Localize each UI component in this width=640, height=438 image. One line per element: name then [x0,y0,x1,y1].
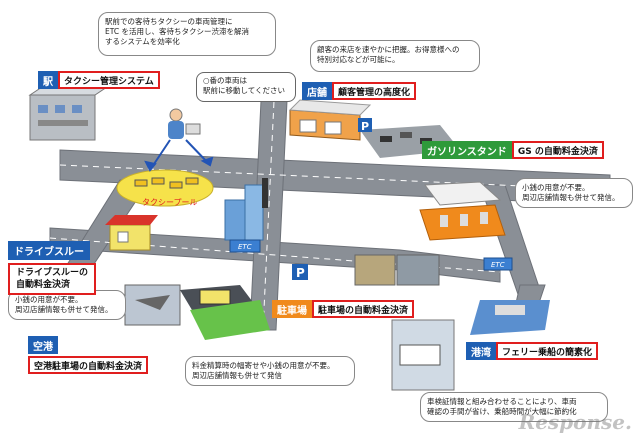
callout-ferry-line-1: 車検証情報と組み合わせることにより、車両 [427,397,577,406]
label-store: 店舗 顧客管理の高度化 [302,82,417,100]
label-drive-through: ドライブスルー ドライブスルーの 自動料金決済 [8,240,97,295]
callout-gas-line-2: 周辺店舗情報も併せて発信。 [522,193,620,202]
ferry-scene [391,300,550,391]
station-building [28,84,112,141]
label-drive-desc: ドライブスルーの 自動料金決済 [8,263,97,295]
label-airport: 空港 [28,336,58,354]
callout-taxi-management: 駅前での客待ちタクシーの車両管理に ETC を活用し、客待ちタクシー渋滞を解消 … [98,12,276,56]
callout-store-line-2: 特別対応などが可能に。 [317,55,400,64]
speech-bubble-dispatch: ○番の車両は 駅前に移動してください [196,72,296,102]
label-parking: 駐車場 駐車場の自動料金決済 [272,300,415,318]
label-gas-desc: GS の自動料金決済 [511,141,604,159]
etc-gate-center-label: ETC [238,243,252,251]
etc-gate-center [229,239,261,253]
label-store-category: 店舗 [302,82,332,100]
callout-airport-line-1: 料金精算時の幅寄せや小銭の用意が不要。 [192,361,335,370]
watermark-logo: Response. [518,410,632,434]
callout-gas-line-1: 小銭の用意が不要。 [522,183,590,192]
parking-lot-photos [354,254,440,286]
label-station-desc: タクシー管理システム [58,71,160,89]
callout-drive-line-1: 小銭の用意が不要。 [15,295,83,304]
radio-link-arrows [144,139,214,172]
callout-taxi-line-3: するシステムを効率化 [105,37,180,46]
callout-store: 顧客の来店を速やかに把握。お得意様への 特別対応などが可能に。 [310,40,480,72]
label-airport-desc-box: 空港駐車場の自動料金決済 [28,356,149,374]
etc-gate-right [483,257,513,271]
callout-store-line-1: 顧客の来店を速やかに把握。お得意様への [317,45,460,54]
store-building [288,99,372,141]
gas-station [419,181,506,241]
etc-gate-right-label: ETC [491,261,505,269]
label-ferry-category: 港湾 [466,342,496,360]
city-buildings [224,178,268,241]
callout-taxi-line-2: ETC を活用し、客待ちタクシー渋滞を解消 [105,27,250,36]
parking-sign-lot-letter: P [296,266,305,280]
label-drive-desc-line-1: ドライブスルーの [16,268,89,278]
callout-gas-station: 小銭の用意が不要。 周辺店舗情報も併せて発信。 [515,178,633,208]
parking-sign-store-letter: P [361,120,369,133]
label-gas-category: ガソリンスタンド [422,141,512,159]
parking-sign-lot [292,264,308,280]
airport-scene [124,284,270,340]
operator-person-icon [168,108,201,139]
callout-drive-line-2: 周辺店舗情報も併せて発信。 [15,305,113,314]
label-station: 駅 タクシー管理システム [38,71,160,89]
speech-line-1: ○番の車両は [203,76,248,85]
label-parking-category: 駐車場 [272,300,312,318]
taxi-pool-label: タクシープール [142,198,198,207]
taxi-pool [116,169,214,207]
parking-sign-store [358,118,372,132]
label-gas-station: ガソリンスタンド GS の自動料金決済 [422,141,604,159]
label-ferry-desc: フェリー乗船の簡素化 [496,342,599,360]
callout-ferry: 車検証情報と組み合わせることにより、車両 確認の手間が省け、乗船時間が大幅に節約… [420,392,608,422]
label-station-category: 駅 [38,71,58,89]
label-airport-desc: 空港駐車場の自動料金決済 [28,356,149,374]
label-parking-desc: 駐車場の自動料金決済 [312,300,415,318]
callout-ferry-line-2: 確認の手間が省け、乗船時間が大幅に節約化 [427,407,577,416]
label-drive-desc-line-2: 自動料金決済 [16,280,71,290]
callout-airport-line-2: 周辺店舗情報も併せて発信 [192,371,282,380]
callout-taxi-line-1: 駅前での客待ちタクシーの車両管理に [105,17,233,26]
speech-line-2: 駅前に移動してください [203,86,286,95]
label-store-desc: 顧客管理の高度化 [332,82,417,100]
label-drive-category: ドライブスルー [8,241,90,260]
label-ferry: 港湾 フェリー乗船の簡素化 [466,342,599,360]
drive-through-shop [105,215,158,251]
callout-airport: 料金精算時の幅寄せや小銭の用意が不要。 周辺店舗情報も併せて発信 [185,356,355,386]
callout-drive-through: 小銭の用意が不要。 周辺店舗情報も併せて発信。 [8,290,126,320]
label-airport-category: 空港 [28,336,58,354]
